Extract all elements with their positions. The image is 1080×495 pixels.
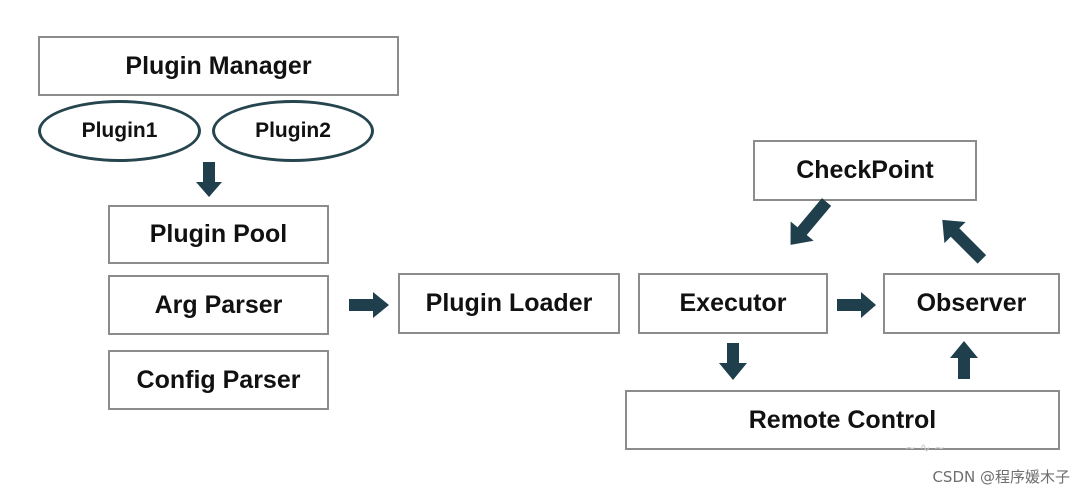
remote-control-box: Remote Control bbox=[625, 390, 1060, 450]
plugin-manager-label: Plugin Manager bbox=[125, 51, 312, 80]
watermark-text: CSDN @程序媛木子 bbox=[932, 468, 1070, 486]
observer-label: Observer bbox=[916, 289, 1027, 317]
plugin1-oval: Plugin1 bbox=[38, 100, 201, 162]
config-parser-box: Config Parser bbox=[108, 350, 329, 410]
arrow-down-pool bbox=[196, 162, 222, 197]
plugin-manager-box: Plugin Manager bbox=[38, 36, 399, 96]
arrow-diag-executor bbox=[790, 198, 832, 245]
arrow-right-loader bbox=[349, 292, 389, 318]
executor-box: Executor bbox=[638, 273, 828, 334]
arrow-right-observer bbox=[837, 292, 876, 318]
remote-control-label: Remote Control bbox=[748, 405, 937, 434]
observer-box: Observer bbox=[883, 273, 1060, 334]
plugin-pool-box: Plugin Pool bbox=[108, 205, 329, 264]
arrow-down-remote bbox=[719, 343, 747, 380]
watermark-signature-mark: ∼ ∿ ∼ bbox=[905, 440, 945, 455]
config-parser-label: Config Parser bbox=[136, 365, 301, 394]
executor-label: Executor bbox=[679, 289, 787, 317]
checkpoint-box: CheckPoint bbox=[753, 140, 977, 201]
checkpoint-label: CheckPoint bbox=[796, 156, 934, 184]
plugin2-label: Plugin2 bbox=[255, 119, 331, 142]
arrow-up-observer bbox=[950, 341, 978, 379]
plugin-loader-box: Plugin Loader bbox=[398, 273, 620, 334]
arg-parser-label: Arg Parser bbox=[154, 290, 283, 319]
arrow-diag-checkpoint bbox=[942, 219, 987, 264]
plugin1-label: Plugin1 bbox=[81, 119, 158, 142]
arg-parser-box: Arg Parser bbox=[108, 275, 329, 335]
plugin-loader-label: Plugin Loader bbox=[425, 289, 593, 317]
plugin2-oval: Plugin2 bbox=[212, 100, 374, 162]
plugin-pool-label: Plugin Pool bbox=[149, 220, 288, 248]
